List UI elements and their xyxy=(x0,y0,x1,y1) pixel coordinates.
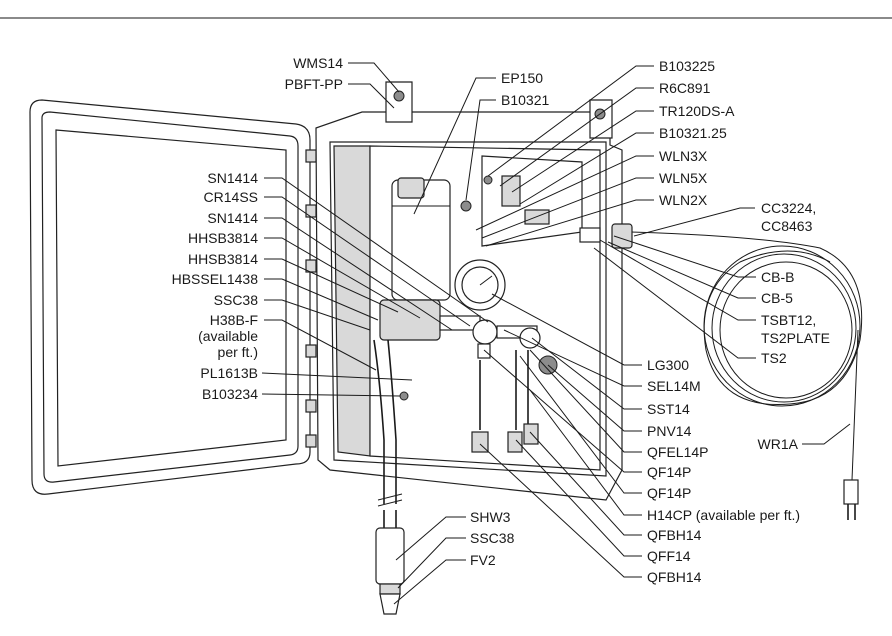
label-hhsb3814-top: HHSB3814 xyxy=(188,230,258,246)
label-b10321: B10321 xyxy=(501,92,549,108)
label-cc3224: CC3224, xyxy=(761,200,816,216)
mounting-foot-top-left xyxy=(385,81,413,123)
bottom-fittings xyxy=(471,423,539,453)
label-fv2: FV2 xyxy=(470,552,496,568)
label-ssc38-left: SSC38 xyxy=(214,292,259,308)
label-qff14: QFF14 xyxy=(647,548,691,564)
label-qf14p-bottom: QF14P xyxy=(647,485,691,501)
label-qfbh14-bottom: QFBH14 xyxy=(647,569,702,585)
label-b10321-25: B10321.25 xyxy=(659,125,727,141)
label-h38b-f-available: (available xyxy=(198,328,258,344)
label-wln5x: WLN5X xyxy=(659,170,708,186)
label-ts2: TS2 xyxy=(761,350,787,366)
door-hinge-tabs xyxy=(305,149,317,448)
enclosure-door xyxy=(29,99,311,495)
drain-hose xyxy=(375,488,405,615)
coiled-cable-wr1a xyxy=(631,231,863,520)
label-hhsb3814-second: HHSB3814 xyxy=(188,251,258,267)
label-ts2plate: TS2PLATE xyxy=(761,330,830,346)
label-lg300: LG300 xyxy=(647,357,689,373)
label-h38b-f-per-ft: per ft.) xyxy=(218,344,258,360)
label-qf14p-top: QF14P xyxy=(647,464,691,480)
label-shw3: SHW3 xyxy=(470,509,511,525)
label-sn1414-second: SN1414 xyxy=(207,210,258,226)
label-b103225: B103225 xyxy=(659,58,715,74)
label-b103234: B103234 xyxy=(202,386,258,402)
label-h38b-f: H38B-F xyxy=(210,312,258,328)
label-sel14m: SEL14M xyxy=(647,378,701,394)
label-ep150: EP150 xyxy=(501,70,543,86)
label-pnv14: PNV14 xyxy=(647,423,692,439)
bulkhead-fittings xyxy=(579,223,633,249)
label-r6c891: R6C891 xyxy=(659,80,711,96)
label-wln3x: WLN3X xyxy=(659,148,708,164)
label-hbssel1438: HBSSEL1438 xyxy=(172,271,259,287)
leader-lines xyxy=(261,62,851,605)
label-cb-b: CB-B xyxy=(761,269,794,285)
label-cb-5: CB-5 xyxy=(761,290,793,306)
label-cr14ss: CR14SS xyxy=(204,189,258,205)
label-pbft-pp: PBFT-PP xyxy=(285,76,343,92)
label-qfel14p: QFEL14P xyxy=(647,444,708,460)
label-tsbt12: TSBT12, xyxy=(761,312,816,328)
label-tr120ds-a: TR120DS-A xyxy=(659,103,735,119)
label-wr1a: WR1A xyxy=(758,436,799,452)
label-qfbh14-top: QFBH14 xyxy=(647,527,702,543)
mount-screw-b103234 xyxy=(399,391,409,401)
label-sst14: SST14 xyxy=(647,401,690,417)
internal-tubing xyxy=(373,339,529,488)
label-pl1613b: PL1613B xyxy=(200,365,258,381)
label-h14cp: H14CP (available per ft.) xyxy=(647,507,800,523)
label-wms14: WMS14 xyxy=(293,55,343,71)
part-labels: WMS14 PBFT-PP EP150 B10321 B103225 R6C89… xyxy=(172,55,830,585)
pressure-gauge-lg300 xyxy=(454,259,506,311)
label-ssc38-bottom: SSC38 xyxy=(470,530,515,546)
label-wln2x: WLN2X xyxy=(659,192,708,208)
label-cc8463: CC8463 xyxy=(761,218,813,234)
label-sn1414-top: SN1414 xyxy=(207,170,258,186)
pump-ep150 xyxy=(391,177,451,301)
